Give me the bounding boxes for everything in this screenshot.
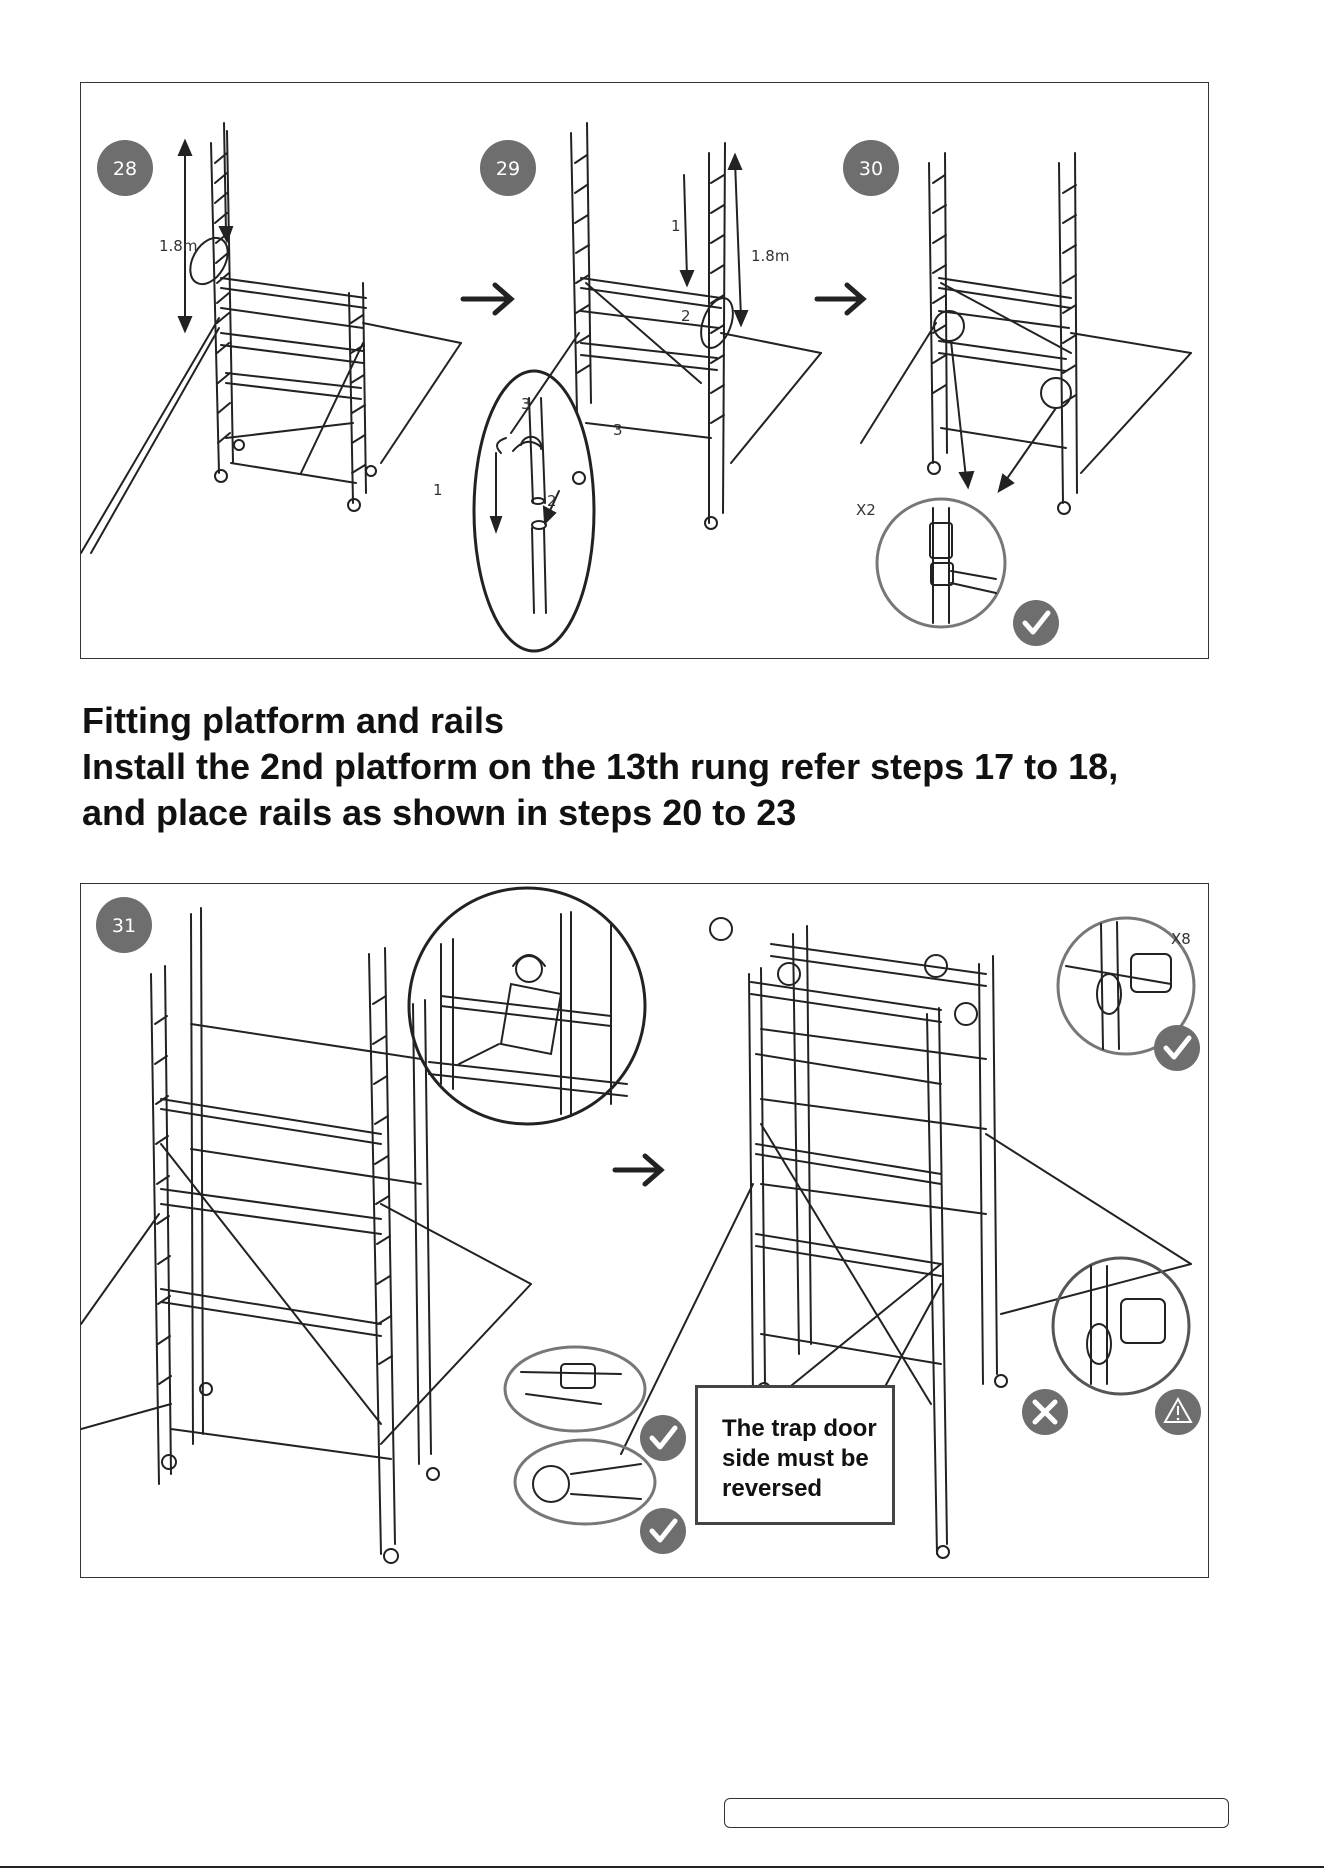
arrow-right-icon [615, 1156, 661, 1184]
steps-28-30-drawing: 28 29 30 1.8m 1.8m 1 2 3 1 3 2 X2 [81, 83, 1208, 658]
note-line-1: The trap door [722, 1414, 882, 1444]
warning-icon [1155, 1389, 1201, 1435]
svg-text:28: 28 [113, 158, 137, 180]
step-31-drawing: 31 X8 [81, 884, 1208, 1577]
svg-text:30: 30 [859, 158, 883, 180]
illustration-panel-steps-28-30: 28 29 30 1.8m 1.8m 1 2 3 1 3 2 X2 [80, 82, 1209, 659]
pin-detail-callout [474, 371, 594, 651]
svg-text:31: 31 [112, 915, 136, 937]
height-label-29: 1.8m [751, 247, 789, 265]
check-icon [1013, 600, 1059, 646]
tower-step-31-left [81, 908, 531, 1563]
check-icon [640, 1508, 686, 1554]
cross-icon [1022, 1389, 1068, 1435]
check-icon [640, 1415, 686, 1461]
height-arrow-28 [179, 123, 232, 331]
arrow-right-icon [463, 285, 511, 313]
bottom-rule [0, 1866, 1324, 1868]
step-30-badge: 30 [843, 140, 899, 196]
check-icon [1154, 1025, 1200, 1071]
heading-line-1: Fitting platform and rails [82, 698, 1262, 744]
step-number-label: 2 [681, 307, 691, 325]
hook-detail-2 [515, 1440, 655, 1524]
arrow-right-icon [817, 285, 863, 313]
tower-step-30 [861, 153, 1191, 514]
clamp-detail-incorrect [1053, 1258, 1189, 1394]
step-number-label: 3 [521, 395, 531, 413]
step-28-badge: 28 [97, 140, 153, 196]
step-number-label: 1 [433, 481, 443, 499]
tower-step-28 [81, 131, 461, 553]
step-31-badge: 31 [96, 897, 152, 953]
height-label-28: 1.8m [159, 237, 197, 255]
trap-door-note: The trap door side must be reversed [695, 1385, 895, 1525]
worker-detail-callout [409, 888, 645, 1124]
step-29-badge: 29 [480, 140, 536, 196]
quantity-label-x2: X2 [856, 501, 876, 519]
clamp-detail-x2 [877, 499, 1005, 627]
illustration-panel-step-31: 31 X8 [80, 883, 1209, 1578]
tower-step-29 [511, 123, 821, 529]
section-heading: Fitting platform and rails Install the 2… [82, 698, 1262, 836]
heading-line-3: and place rails as shown in steps 20 to … [82, 790, 1262, 836]
note-line-3: reversed [722, 1474, 882, 1504]
quantity-label-x8: X8 [1171, 930, 1191, 948]
step-number-label: 3 [613, 421, 623, 439]
note-line-2: side must be [722, 1444, 882, 1474]
step-number-label: 1 [671, 217, 681, 235]
svg-text:29: 29 [496, 158, 520, 180]
heading-line-2: Install the 2nd platform on the 13th run… [82, 744, 1262, 790]
hook-detail-1 [505, 1347, 645, 1431]
step-number-label: 2 [547, 492, 557, 510]
footer-box [724, 1798, 1229, 1828]
